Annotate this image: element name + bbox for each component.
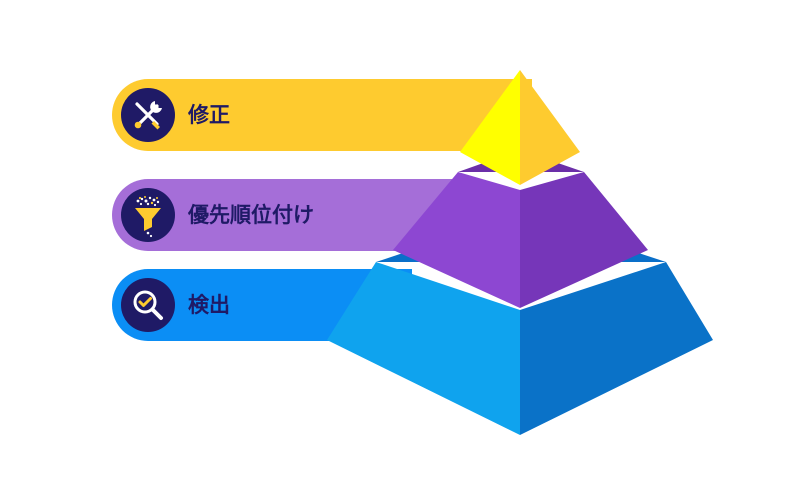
level-label-fix: 修正: [188, 103, 230, 127]
wrench-screwdriver-icon: [121, 88, 175, 142]
pyramid-tier-bottom-left-face: [327, 262, 520, 435]
pyramid-tier-top-right-face: [520, 70, 580, 185]
pyramid-tier-top-left-face: [460, 70, 520, 185]
pyramid-tier-middle-left-face: [393, 172, 520, 308]
level-label-prioritize: 優先順位付け: [188, 203, 314, 227]
magnifier-check-icon: [121, 278, 175, 332]
funnel-icon: [121, 188, 175, 242]
pyramid-tier-middle-right-face: [520, 172, 648, 308]
level-band-fix: 修正: [112, 79, 532, 151]
level-label-detect: 検出: [188, 293, 230, 317]
level-band-prioritize: 優先順位付け: [112, 179, 452, 251]
pyramid-tier-bottom-right-face: [520, 262, 713, 435]
